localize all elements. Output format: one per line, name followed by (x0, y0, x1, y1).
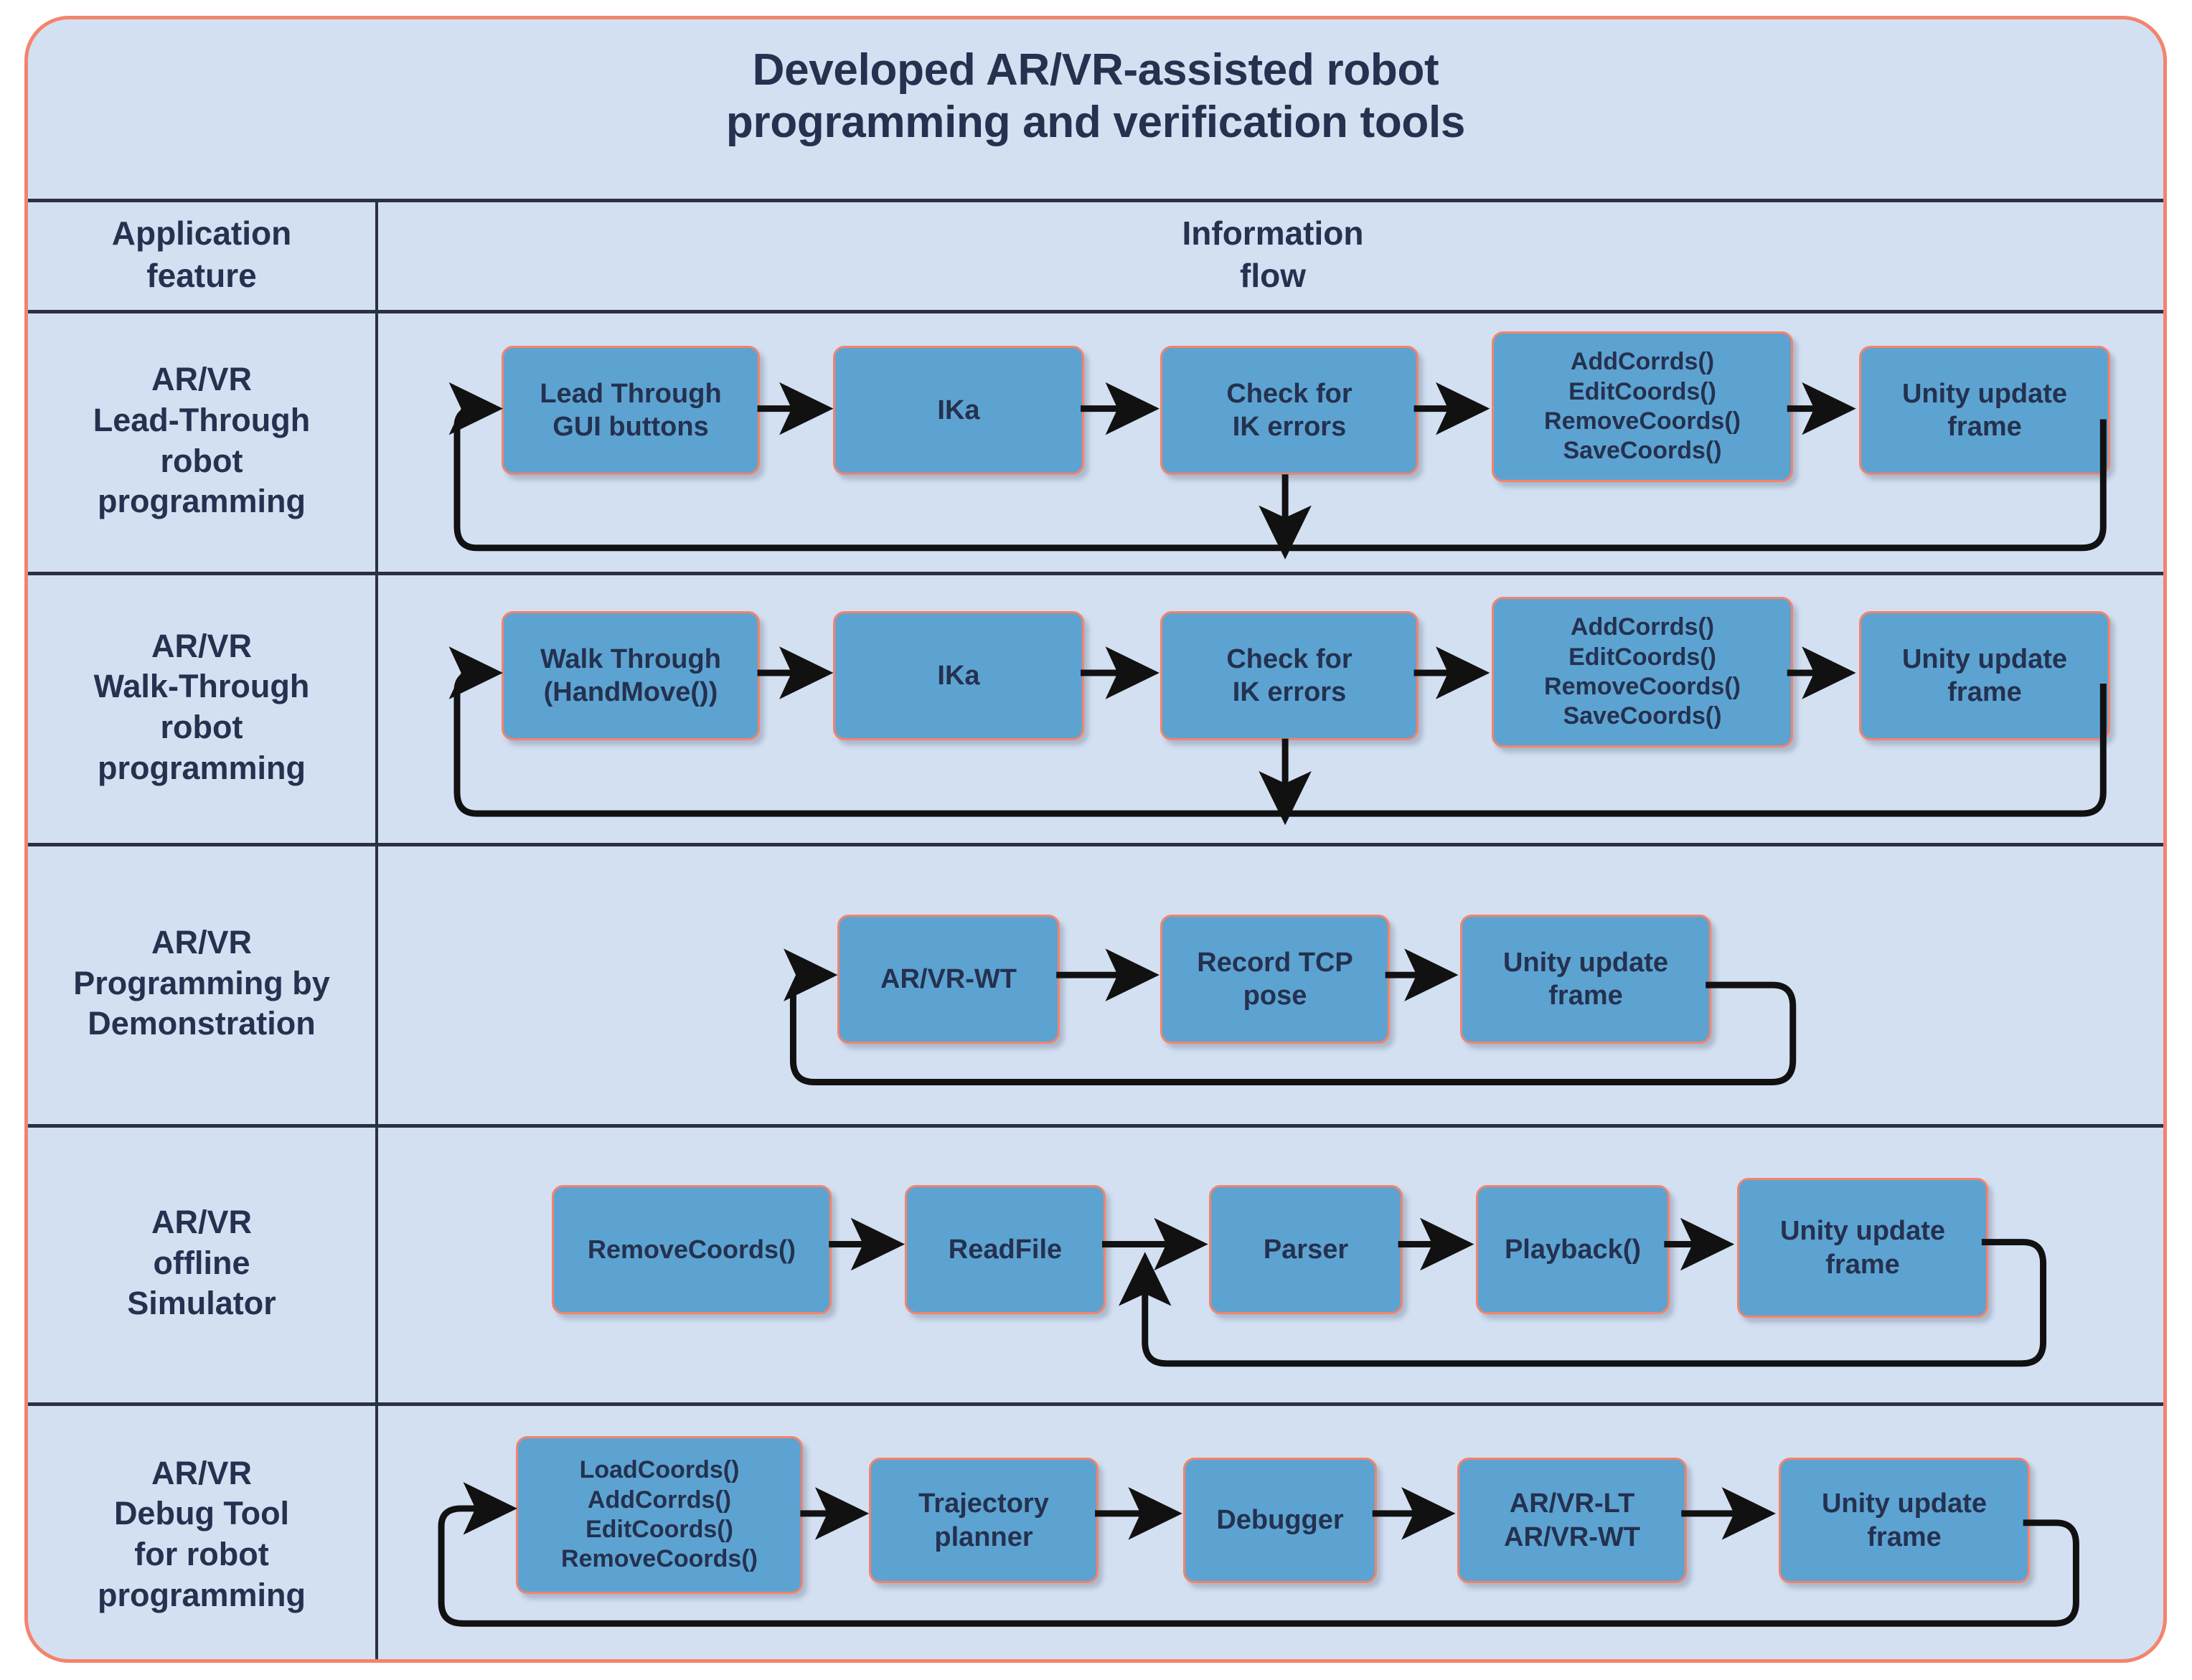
flow-node-r4-unity-update-frame[interactable]: Unity update frame (1737, 1178, 1988, 1318)
flow-node-r2-ika[interactable]: IKa (833, 611, 1084, 740)
flow-node-r3-record-tcp-pose[interactable]: Record TCP pose (1160, 915, 1390, 1044)
header-application-feature: Application feature (111, 214, 292, 294)
flow-node-r1-ika[interactable]: IKa (833, 346, 1084, 475)
grid-hline-row1-bot (28, 572, 2163, 575)
flow-node-r4-readfile[interactable]: ReadFile (905, 1185, 1106, 1314)
diagram-panel: Developed AR/VR-assisted robot programmi… (24, 16, 2167, 1663)
flow-node-r5-trajectory-planner[interactable]: Trajectory planner (869, 1458, 1099, 1583)
figure-title: Developed AR/VR-assisted robot programmi… (725, 45, 1466, 148)
flow-node-r1-coords-functions[interactable]: AddCorrds() EditCoords() RemoveCoords() … (1492, 331, 1793, 482)
row-label-debug-tool: AR/VR Debug Tool for robot programming (97, 1454, 306, 1613)
row-label-walk-through: AR/VR Walk-Through robot programming (93, 627, 310, 786)
flow-node-r2-walk-through-handmove[interactable]: Walk Through (HandMove()) (502, 611, 760, 740)
flow-node-r4-removecoords[interactable]: RemoveCoords() (552, 1185, 832, 1314)
flow-node-r1-unity-update-frame[interactable]: Unity update frame (1859, 346, 2110, 475)
flow-node-r5-coords-functions[interactable]: LoadCoords() AddCorrds() EditCoords() Re… (516, 1436, 803, 1594)
flow-node-r1-check-for-ik-errors[interactable]: Check for IK errors (1160, 346, 1419, 475)
flow-node-r3-unity-update-frame[interactable]: Unity update frame (1460, 915, 1711, 1044)
row-label-programming-by-demonstration: AR/VR Programming by Demonstration (73, 923, 330, 1042)
grid-vline-columns (375, 199, 378, 1659)
flow-node-r3-arvr-wt[interactable]: AR/VR-WT (837, 915, 1060, 1044)
grid-hline-row2-bot (28, 843, 2163, 846)
flow-node-r2-coords-functions[interactable]: AddCorrds() EditCoords() RemoveCoords() … (1492, 597, 1793, 747)
flow-node-r1-lead-through-gui-buttons[interactable]: Lead Through GUI buttons (502, 346, 760, 475)
header-information-flow: Information flow (1182, 214, 1364, 294)
flow-node-r2-check-for-ik-errors[interactable]: Check for IK errors (1160, 611, 1419, 740)
flow-node-r5-unity-update-frame[interactable]: Unity update frame (1779, 1458, 2030, 1583)
flow-node-r5-debugger[interactable]: Debugger (1183, 1458, 1377, 1583)
flow-node-r4-playback[interactable]: Playback() (1476, 1185, 1670, 1314)
grid-hline-header-bot (28, 310, 2163, 313)
grid-hline-row4-bot (28, 1402, 2163, 1406)
flow-node-r4-parser[interactable]: Parser (1209, 1185, 1403, 1314)
flow-node-r5-arvr-lt-wt[interactable]: AR/VR-LT AR/VR-WT (1457, 1458, 1687, 1583)
flow-node-r2-unity-update-frame[interactable]: Unity update frame (1859, 611, 2110, 740)
row-label-offline-simulator: AR/VR offline Simulator (127, 1203, 276, 1322)
grid-hline-header-top (28, 199, 2163, 202)
row-label-lead-through: AR/VR Lead-Through robot programming (93, 361, 311, 520)
grid-hline-row3-bot (28, 1124, 2163, 1128)
